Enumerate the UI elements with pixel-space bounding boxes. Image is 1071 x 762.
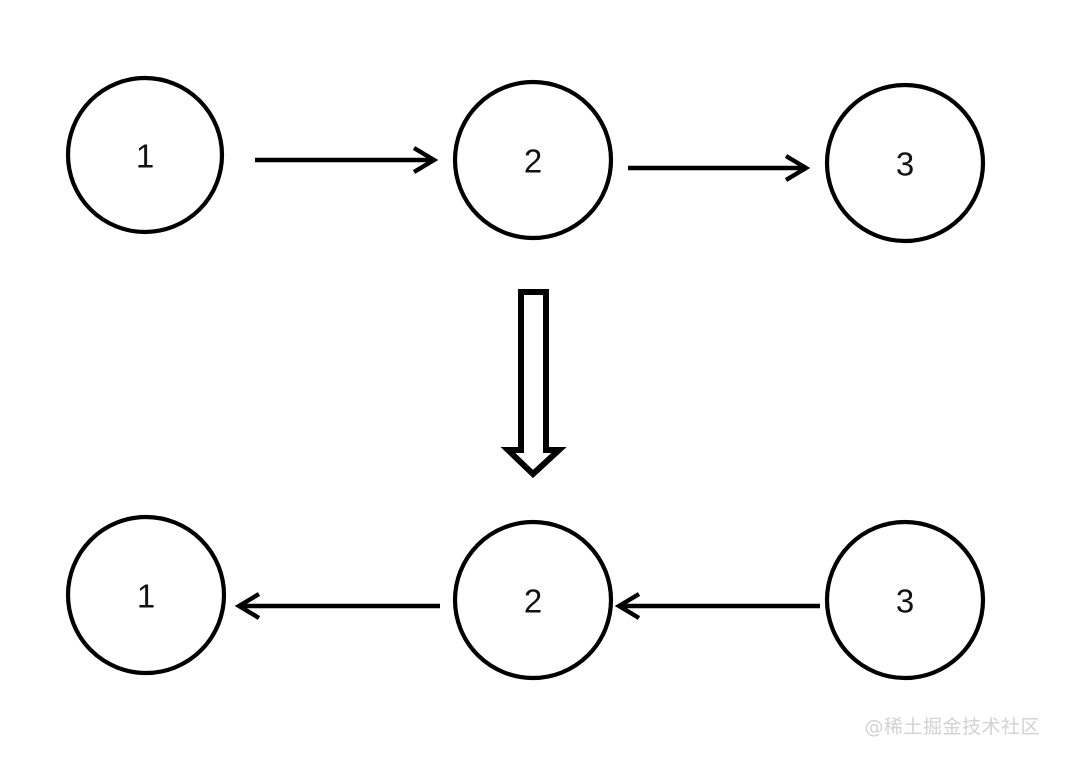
edge-bottom-2-to-1-arrowhead <box>234 592 261 620</box>
node-bottom-1[interactable]: 1 <box>65 514 227 676</box>
node-top-3[interactable]: 3 <box>824 82 986 244</box>
watermark: @稀土掘金技术社区 <box>864 716 1040 738</box>
transform-down-arrow <box>500 289 567 479</box>
edge-top-2-to-3-arrowhead <box>784 154 811 182</box>
row-reversed-list: 1 2 3 <box>65 514 986 681</box>
node-label-bottom-3: 3 <box>896 583 914 620</box>
edge-top-1-to-2 <box>255 146 439 174</box>
row-original-list: 1 2 3 <box>65 75 986 244</box>
node-circle-bottom-1[interactable] <box>65 514 227 676</box>
node-circle-bottom-3[interactable] <box>824 519 986 681</box>
edge-top-1-to-2-arrowhead <box>412 146 439 174</box>
node-circle-bottom-2[interactable] <box>452 519 614 681</box>
node-bottom-3[interactable]: 3 <box>824 519 986 681</box>
edge-top-2-to-3 <box>628 154 811 182</box>
node-label-top-3: 3 <box>896 146 914 183</box>
node-top-2[interactable]: 2 <box>452 79 614 241</box>
node-circle-top-3[interactable] <box>824 82 986 244</box>
edge-bottom-3-to-2-arrowhead <box>614 592 641 620</box>
node-circle-top-1[interactable] <box>65 75 225 235</box>
node-bottom-2[interactable]: 2 <box>452 519 614 681</box>
edge-bottom-2-to-1 <box>234 592 440 620</box>
edge-bottom-3-to-2 <box>614 592 820 620</box>
node-label-top-1: 1 <box>136 138 154 175</box>
node-top-1[interactable]: 1 <box>65 75 225 235</box>
node-label-top-2: 2 <box>524 143 542 180</box>
transform-down-arrow-shape <box>500 289 567 479</box>
node-label-bottom-2: 2 <box>524 583 542 620</box>
node-circle-top-2[interactable] <box>452 79 614 241</box>
node-label-bottom-1: 1 <box>137 578 155 615</box>
